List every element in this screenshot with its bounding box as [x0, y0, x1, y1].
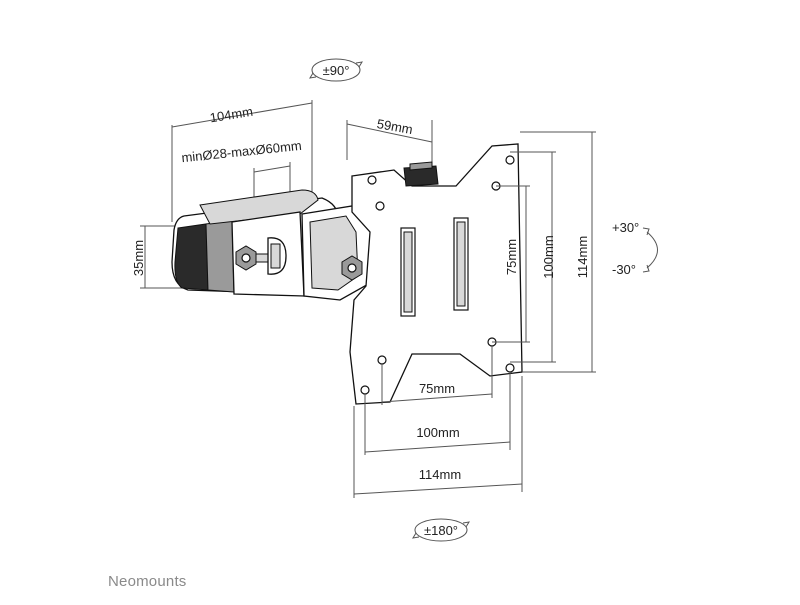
tilt-arrow-icon: [642, 264, 650, 273]
dimension-vesa-75-height: 75mm: [492, 185, 530, 343]
mount-hole-icon: [505, 155, 515, 165]
mount-hole-icon: [375, 201, 385, 211]
dimension-clamp-width: 104mm: [171, 100, 313, 222]
vesa-plate: [349, 143, 523, 405]
rotation-bottom-arrow-icon: [412, 532, 420, 539]
plate-slot-right-inner: [456, 221, 466, 307]
plate-slot-left-inner: [403, 231, 413, 313]
clamp-width-label: 104mm: [209, 104, 254, 126]
rotation-top-indicator: ±90°: [309, 58, 363, 82]
brand-logo-text: Neomounts: [108, 573, 187, 590]
rotation-bottom-arrow-icon: [462, 521, 470, 528]
vesa-75-width-label: 75mm: [419, 381, 455, 396]
rotation-top-arc: [311, 58, 361, 82]
mount-hole-icon: [377, 355, 387, 365]
dimension-vesa-100-height: 100mm: [510, 151, 556, 363]
plate-height-label: 114mm: [575, 236, 590, 278]
pivot-hole-icon: [347, 263, 357, 273]
bolt-hole-icon: [241, 253, 251, 263]
vesa-75-height-label: 75mm: [504, 239, 519, 275]
dimension-plate-width: 114mm: [353, 376, 523, 498]
plate-width-label: 114mm: [419, 467, 461, 482]
rotation-bottom-arc: [414, 518, 468, 542]
bolt-thread-icon: [255, 253, 269, 263]
mount-hole-icon: [360, 385, 370, 395]
clamp-slot-icon: [270, 243, 281, 269]
clamp-top-rail: [199, 189, 319, 225]
rotation-top-arrow-icon: [309, 72, 317, 79]
pole-clamp: [171, 189, 373, 301]
vesa-plate-body: [349, 143, 523, 405]
dimension-vesa-100-width: 100mm: [364, 372, 511, 455]
clamp-jaw-inner: [205, 219, 235, 293]
dimension-plate-height: 114mm: [520, 131, 596, 373]
rotation-bottom-indicator: ±180°: [412, 518, 470, 542]
tilt-indicator: +30° -30°: [612, 220, 658, 277]
tilt-up-label: +30°: [612, 220, 639, 235]
vesa-100-width-label: 100mm: [416, 425, 459, 440]
vesa-100-height-label: 100mm: [541, 235, 556, 278]
tilt-arc: [646, 231, 658, 269]
tension-knob-cap-icon: [409, 161, 433, 171]
top-offset-label: 59mm: [376, 116, 414, 137]
mount-hole-icon: [367, 175, 377, 185]
dimension-vesa-75-width: 75mm: [381, 346, 493, 405]
pole-range-label: minØ28-maxØ60mm: [181, 138, 303, 166]
tilt-down-label: -30°: [612, 262, 636, 277]
dimension-top-offset: 59mm: [346, 116, 433, 168]
clamp-jaw-left: [174, 223, 209, 291]
tilt-arrow-icon: [642, 227, 650, 236]
clamp-height-label: 35mm: [131, 240, 146, 276]
mount-hole-icon: [505, 363, 515, 373]
rotation-bottom-label: ±180°: [424, 523, 458, 538]
rotation-top-arrow-icon: [355, 61, 363, 68]
rotation-top-label: ±90°: [323, 63, 350, 78]
